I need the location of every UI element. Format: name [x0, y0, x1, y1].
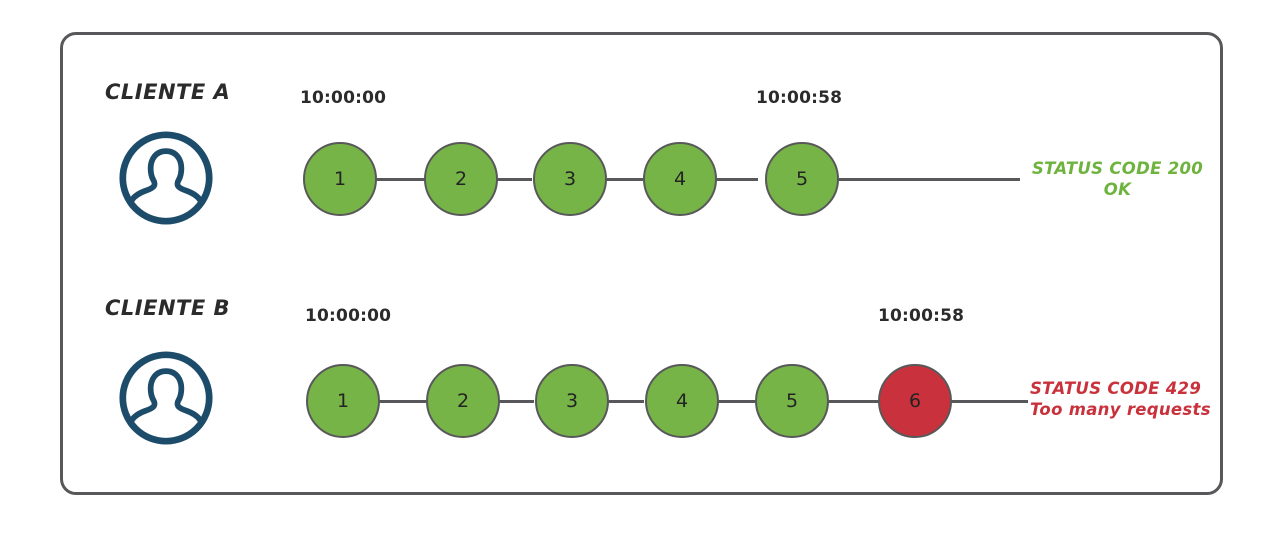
request-node[interactable]: 2 — [424, 142, 498, 216]
request-node-number: 2 — [456, 390, 470, 412]
request-node-number: 5 — [795, 168, 809, 190]
timestamp-end-a: 10:00:58 — [756, 88, 843, 108]
request-node[interactable]: 5 — [755, 364, 829, 438]
connector-b-3-4 — [599, 400, 644, 403]
user-avatar-icon — [118, 350, 214, 446]
status-message-a: OK — [1103, 179, 1132, 199]
connector-a-3-4 — [597, 178, 643, 181]
connector-b-1-2 — [379, 400, 426, 403]
connector-a-4-5 — [708, 178, 758, 181]
connector-b-6-status — [950, 400, 1028, 403]
diagram-frame — [60, 32, 1223, 495]
request-node-number: 6 — [908, 390, 922, 412]
request-node-number: 5 — [785, 390, 799, 412]
request-node-number: 4 — [675, 390, 689, 412]
request-node-number: 1 — [333, 168, 347, 190]
request-node[interactable]: 1 — [303, 142, 377, 216]
timestamp-end-b: 10:00:58 — [878, 306, 965, 326]
request-node-number: 3 — [565, 390, 579, 412]
connector-b-2-3 — [489, 400, 534, 403]
status-badge-a: STATUS CODE 200 OK — [1030, 159, 1205, 200]
request-node-number: 1 — [336, 390, 350, 412]
status-code-b: STATUS CODE 429 — [1030, 379, 1202, 398]
connector-b-4-5 — [709, 400, 755, 403]
client-label-a: CLIENTE A — [105, 80, 231, 104]
client-label-b: CLIENTE B — [105, 296, 231, 320]
request-node[interactable]: 4 — [645, 364, 719, 438]
connector-b-5-6 — [820, 400, 880, 403]
connector-a-1-2 — [376, 178, 426, 181]
status-code-a: STATUS CODE 200 — [1031, 159, 1204, 178]
connector-a-2-3 — [487, 178, 532, 181]
timestamp-start-a: 10:00:00 — [300, 88, 387, 108]
request-node[interactable]: 5 — [765, 142, 839, 216]
request-node[interactable]: 1 — [306, 364, 380, 438]
connector-a-5-status — [838, 178, 1020, 181]
request-node-rate-limited[interactable]: 6 — [878, 364, 952, 438]
request-node[interactable]: 3 — [533, 142, 607, 216]
timestamp-start-b: 10:00:00 — [305, 306, 392, 326]
request-node[interactable]: 2 — [426, 364, 500, 438]
request-node[interactable]: 3 — [535, 364, 609, 438]
user-avatar-icon — [118, 130, 214, 226]
request-node-number: 2 — [454, 168, 468, 190]
request-node-number: 3 — [563, 168, 577, 190]
status-badge-b: STATUS CODE 429 Too many requests — [1030, 379, 1225, 420]
request-node-number: 4 — [673, 168, 687, 190]
status-message-b: Too many requests — [1030, 399, 1211, 419]
request-node[interactable]: 4 — [643, 142, 717, 216]
